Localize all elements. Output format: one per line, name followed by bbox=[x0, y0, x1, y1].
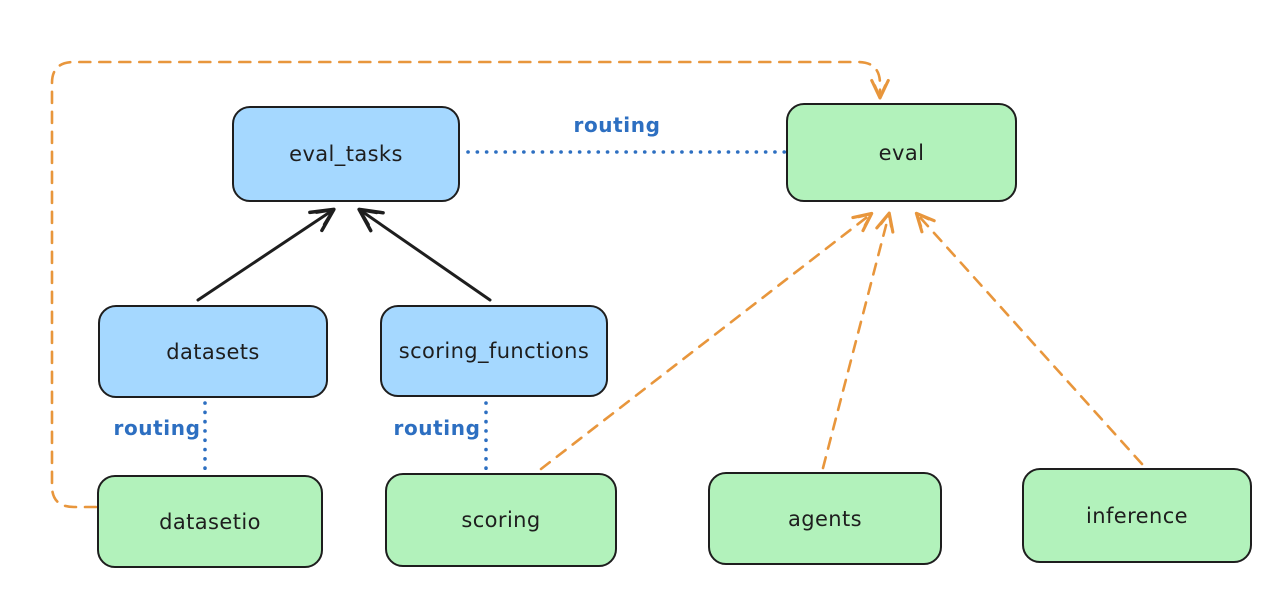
node-datasetio: datasetio bbox=[97, 475, 323, 568]
node-datasets-label: datasets bbox=[166, 339, 260, 364]
node-datasetio-label: datasetio bbox=[159, 509, 261, 534]
node-eval: eval bbox=[786, 103, 1017, 202]
node-inference-label: inference bbox=[1086, 503, 1188, 528]
node-eval-tasks: eval_tasks bbox=[232, 106, 460, 202]
edge-agents-to-eval bbox=[821, 211, 895, 470]
node-agents: agents bbox=[708, 472, 942, 565]
node-datasets: datasets bbox=[98, 305, 328, 398]
node-eval-label: eval bbox=[878, 140, 925, 165]
node-scoring-functions-label: scoring_functions bbox=[398, 339, 590, 363]
node-scoring: scoring bbox=[385, 473, 617, 567]
node-scoring-label: scoring bbox=[461, 508, 541, 532]
routing-label-datasets-datasetio: routing bbox=[113, 416, 201, 440]
edge-inference-to-eval bbox=[914, 211, 1144, 466]
edge-datasets-to-eval-tasks bbox=[196, 207, 336, 302]
node-inference: inference bbox=[1022, 468, 1252, 563]
node-eval-tasks-label: eval_tasks bbox=[289, 142, 403, 166]
node-scoring-functions: scoring_functions bbox=[380, 305, 608, 397]
edge-scoring-to-eval bbox=[539, 211, 874, 471]
routing-label-scoring-functions-scoring: routing bbox=[393, 416, 481, 440]
node-agents-label: agents bbox=[787, 506, 862, 531]
routing-label-eval-tasks-eval: routing bbox=[573, 113, 661, 137]
edge-scoring-functions-to-eval-tasks bbox=[357, 207, 492, 302]
